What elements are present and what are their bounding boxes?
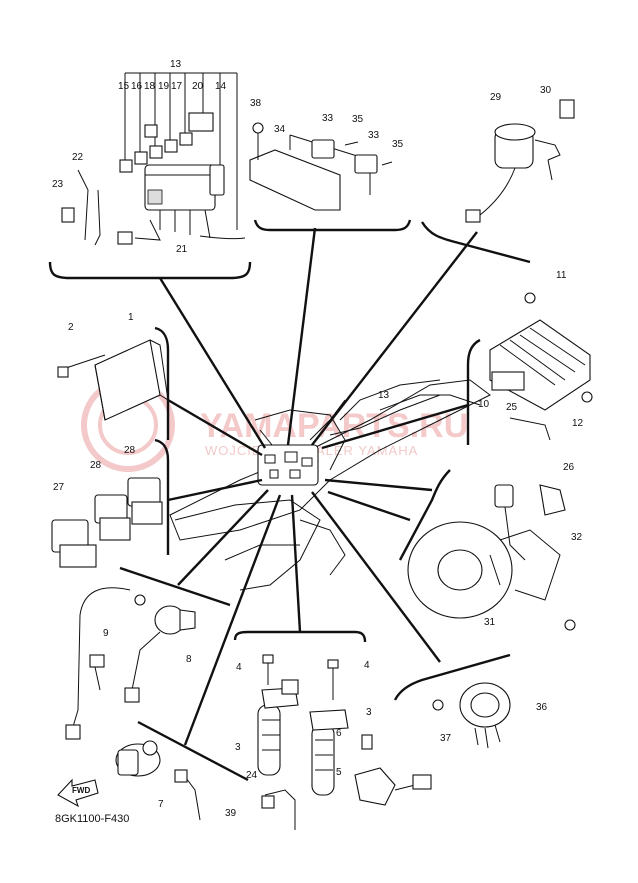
callout-25: 25 [506,402,518,413]
fwd-arrow: FWD [57,778,99,808]
callout-19: 19 [158,81,170,92]
frame-and-harness [169,379,491,591]
ecu-parts [57,339,169,421]
callout-37: 37 [440,733,452,744]
callout-35a: 35 [352,114,364,125]
callout-10: 10 [478,399,490,410]
rectifier-regulator-parts [489,292,593,441]
callout-16: 16 [131,81,143,92]
speed-sensor-parts [115,740,201,821]
callout-9: 9 [103,628,109,639]
callout-8: 8 [186,654,192,665]
thermo-unit-group [393,653,511,701]
callout-13b: 13 [378,390,390,401]
fuse-callout-tree [124,72,238,230]
callout-33a: 33 [322,113,334,124]
callout-27: 27 [53,482,65,493]
ignition-coil-group [233,630,367,643]
callout-4a: 4 [236,662,242,673]
main-switch-group [420,221,531,264]
callout-1: 1 [128,312,134,323]
fuse-box-group [48,261,252,280]
callout-17: 17 [171,81,183,92]
sensor-parts [65,587,196,740]
diagram-code: 8GK1100-F430 [55,813,129,825]
callout-15: 15 [118,81,130,92]
callout-14: 14 [215,81,227,92]
callout-13a: 13 [170,59,182,70]
callout-26: 26 [563,462,575,473]
fwd-label: FWD [72,786,90,795]
callout-24: 24 [246,770,258,781]
callout-33b: 33 [368,130,380,141]
callout-3b: 3 [366,707,372,718]
fuse-box-parts [61,112,246,246]
ecu-group [154,326,170,440]
pickup-coil-parts [407,484,576,631]
callout-28a: 28 [90,460,102,471]
callout-31: 31 [484,617,496,628]
callout-22: 22 [72,152,84,163]
callout-3a: 3 [235,742,241,753]
callout-29: 29 [490,92,502,103]
callout-35b: 35 [392,139,404,150]
callout-20: 20 [192,81,204,92]
callout-36: 36 [536,702,548,713]
relay-parts [51,477,163,568]
callout-18: 18 [144,81,156,92]
callout-12: 12 [572,418,584,429]
callout-5: 5 [336,767,342,778]
rectifier-regulator-group [466,338,481,445]
group-brackets [48,219,531,782]
callout-30: 30 [540,85,552,96]
callout-6: 6 [336,728,342,739]
pickup-coil-group [398,469,451,561]
callout-21: 21 [176,244,188,255]
callout-7: 7 [158,799,164,810]
callout-23: 23 [52,179,64,190]
speed-sensor-group [137,720,249,782]
leader-lines [158,227,478,746]
sensor-group [119,566,231,607]
ignition-coil-bracket-group [253,219,412,232]
callout-2: 2 [68,322,74,333]
callout-32: 32 [571,532,583,543]
callout-28b: 28 [124,445,136,456]
ignition-coil-parts [257,654,432,830]
callout-38: 38 [250,98,262,109]
main-switch-parts [465,99,575,223]
relay-group [154,438,170,555]
callout-labels: 1 2 3 3 4 4 5 6 7 8 9 10 11 12 13 13 14 … [52,59,584,819]
callout-34: 34 [274,124,286,135]
thermo-unit-parts [432,682,511,749]
callout-39: 39 [225,808,237,819]
callout-4b: 4 [364,660,370,671]
ignition-coil-bracket-parts [249,122,393,211]
callout-11: 11 [556,270,567,281]
